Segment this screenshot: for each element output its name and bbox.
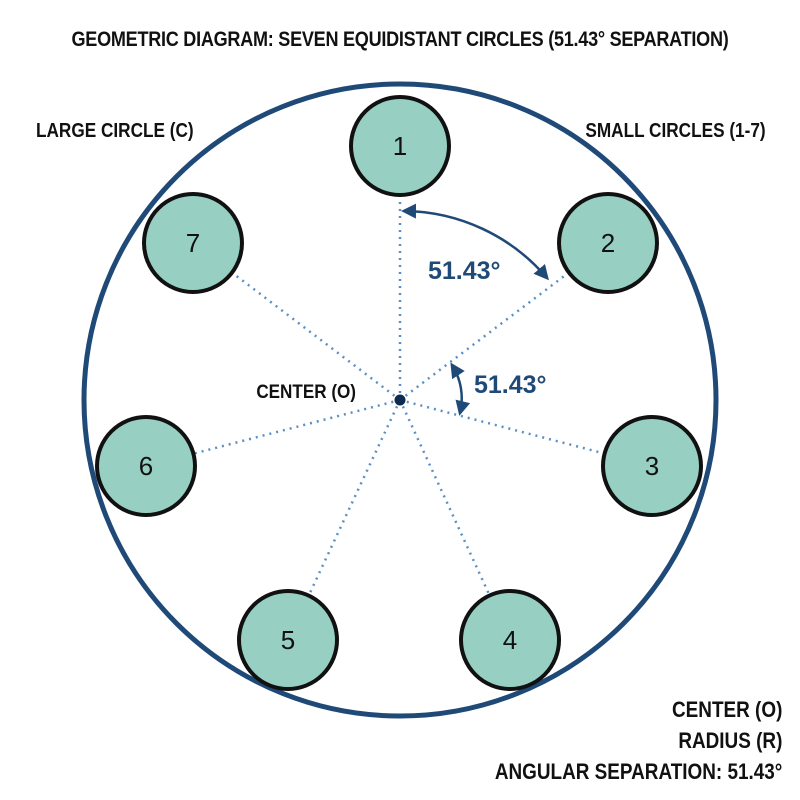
small-circle-6: 6 <box>95 415 197 517</box>
legend: CENTER (O) RADIUS (R) ANGULAR SEPARATION… <box>494 694 782 787</box>
center-point <box>394 394 406 406</box>
large-circle-label: LARGE CIRCLE (C) <box>36 120 194 142</box>
small-circle-number: 6 <box>139 451 153 481</box>
small-circle-5: 5 <box>237 589 339 691</box>
outer-angle-arc <box>401 203 549 281</box>
small-circle-1: 1 <box>349 95 451 197</box>
legend-center: CENTER (O) <box>671 697 782 722</box>
small-circle-3: 3 <box>601 415 703 517</box>
center-label: CENTER (O) <box>256 381 356 402</box>
outer-angle-label: 51.43° <box>428 257 501 285</box>
radius-line-7 <box>192 242 401 401</box>
legend-radius: RADIUS (R) <box>677 728 782 753</box>
small-circles-label: SMALL CIRCLES (1-7) <box>585 120 766 142</box>
small-circle-2: 2 <box>557 192 659 294</box>
large-circle <box>81 81 719 719</box>
small-circle-7: 7 <box>142 192 244 294</box>
small-circle-4: 4 <box>459 589 561 691</box>
small-circle-number: 5 <box>281 625 295 655</box>
small-circle-number: 3 <box>645 451 659 481</box>
inner-angle-arc <box>450 362 471 416</box>
small-circle-number: 4 <box>503 625 517 655</box>
legend-separation: ANGULAR SEPARATION: 51.43° <box>494 759 782 784</box>
small-circle-number: 2 <box>601 228 615 258</box>
diagram-title: GEOMETRIC DIAGRAM: SEVEN EQUIDISTANT CIR… <box>71 28 729 51</box>
small-circle-number: 7 <box>186 228 200 258</box>
small-circle-number: 1 <box>393 131 407 161</box>
inner-angle-label: 51.43° <box>474 371 547 399</box>
